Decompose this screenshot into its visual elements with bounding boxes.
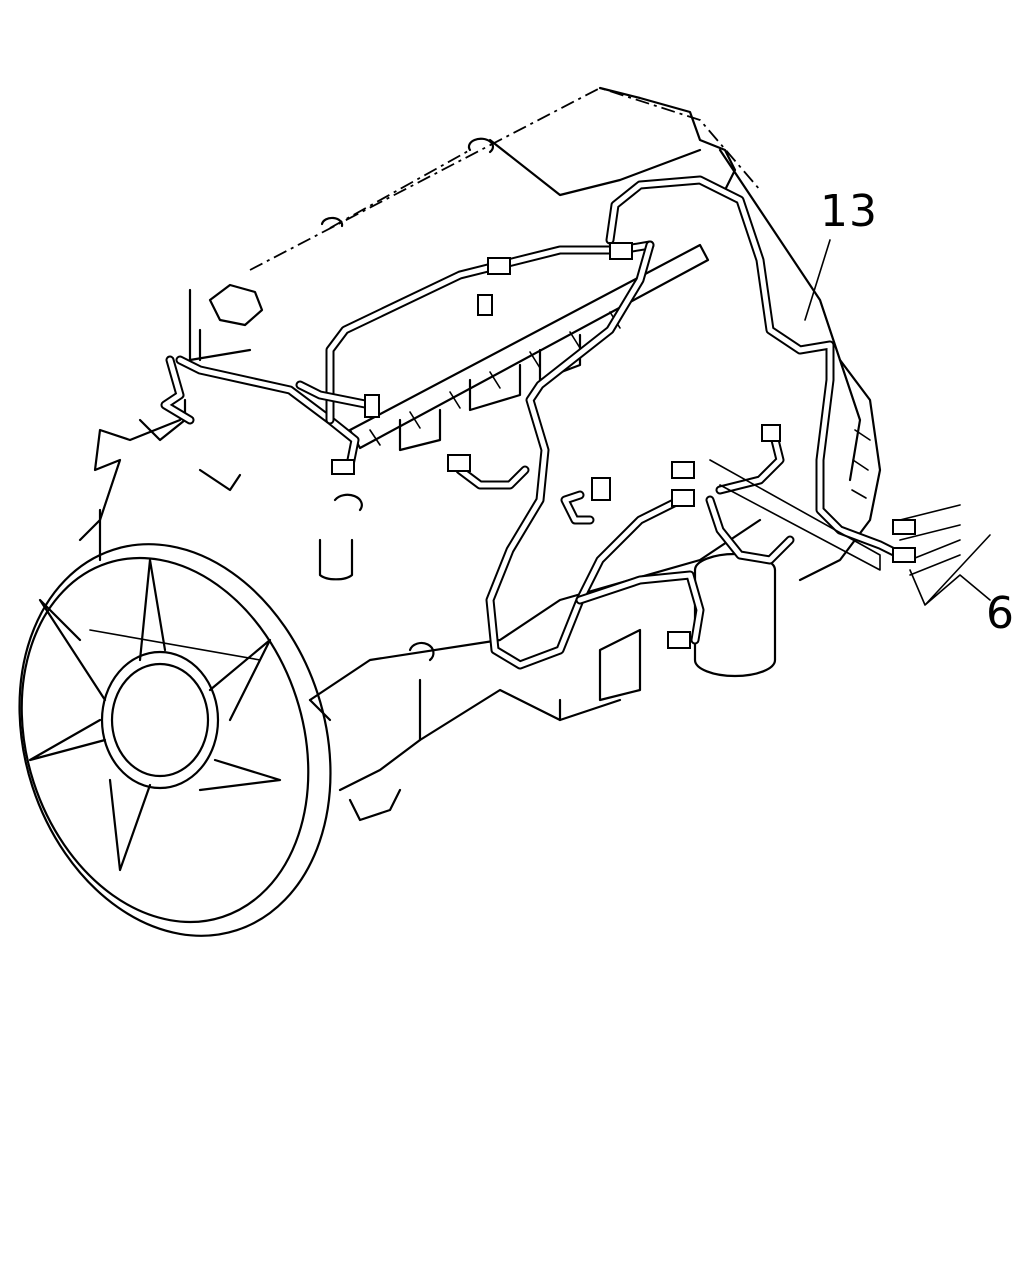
connectors [331, 242, 916, 649]
leader-line-6 [909, 534, 991, 606]
leader-line-13 [804, 239, 831, 321]
callout-13: 13 [820, 186, 878, 237]
engine-block [78, 86, 882, 822]
cooling-fan [18, 543, 332, 937]
callout-6: 6 [986, 588, 1015, 639]
connector-6b [892, 547, 916, 563]
leader-lines [804, 239, 991, 606]
connector-6a [892, 519, 916, 535]
